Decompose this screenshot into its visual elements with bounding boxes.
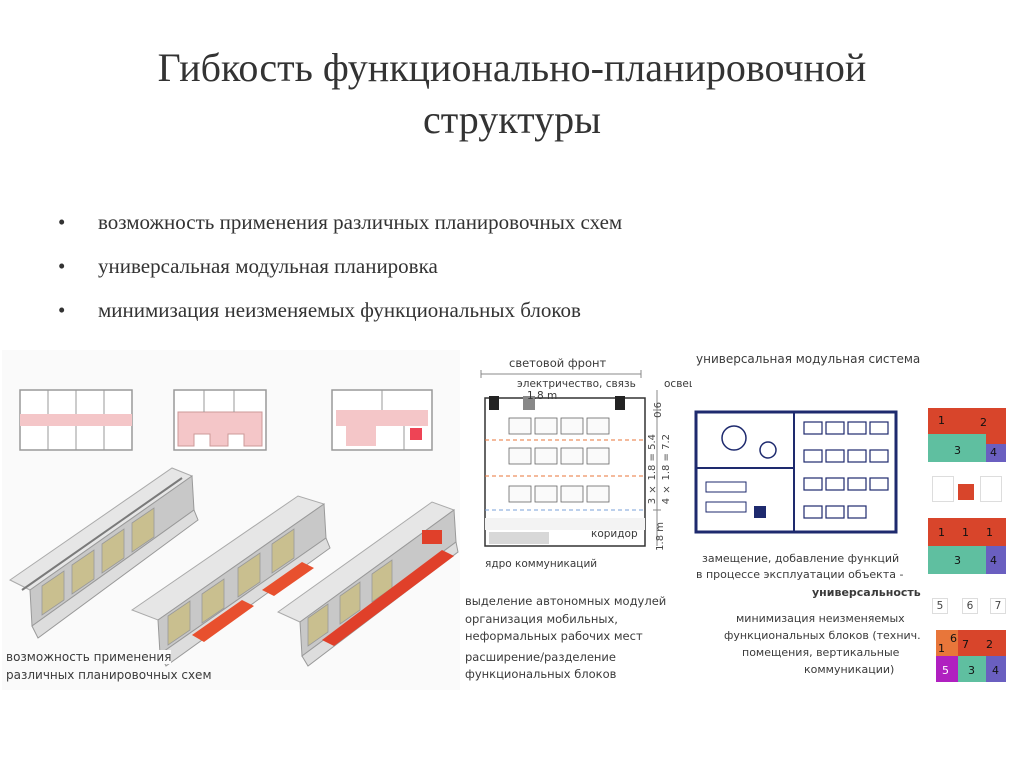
- module-label: 3: [954, 554, 961, 567]
- right-text-5: функциональных блоков (технич.: [724, 629, 921, 642]
- plan-scheme-2: [173, 389, 267, 451]
- module-diagram: [480, 370, 661, 547]
- label-core: ядро коммуникаций: [485, 558, 598, 570]
- module-label: 1: [962, 526, 969, 539]
- module-label: 5: [942, 664, 949, 677]
- right-text-6: помещения, вертикальные: [742, 646, 900, 659]
- module-number: 7: [990, 598, 1006, 614]
- module-label: 4: [990, 554, 997, 567]
- module-block-2: 1 1 1 3 4: [928, 518, 1006, 574]
- module-block-3: 1 6 7 2 5 3 4: [936, 630, 1006, 682]
- right-text-2: в процессе эксплуатации объекта -: [696, 568, 904, 581]
- axonometric-scheme-1: [9, 467, 199, 639]
- left-caption-line2: различных планировочных схем: [6, 668, 212, 682]
- right-figure-title: универсальная модульная система: [696, 352, 921, 366]
- plan-scheme-3: [331, 389, 433, 451]
- right-text-7: коммуникации): [804, 663, 895, 676]
- label-corridor: коридор: [591, 528, 638, 540]
- module-label: 1: [938, 642, 945, 655]
- module-number: 5: [932, 598, 948, 614]
- right-text-1: замещение, добавление функций: [702, 552, 900, 565]
- left-figure-drawing: [9, 389, 459, 667]
- bullet-item: минимизация неизменяемых функциональных …: [58, 288, 622, 332]
- bullet-list: возможность применения различных планиро…: [58, 200, 622, 332]
- middle-text-3: неформальных рабочих мест: [465, 629, 643, 643]
- slide-title-line2: структуры: [423, 97, 601, 142]
- label-dim-top: 1.8 m: [527, 390, 558, 402]
- module-label: 1: [938, 526, 945, 539]
- module-swap-icon: [958, 484, 974, 500]
- axonometric-scheme-2: [130, 495, 331, 667]
- module-label: 3: [954, 444, 961, 457]
- plan-scheme-1: [19, 389, 133, 451]
- middle-text-5: функциональных блоков: [465, 667, 617, 681]
- module-label: 2: [980, 416, 987, 429]
- module-number: 6: [962, 598, 978, 614]
- label-dim-bottom: 1.8 m: [655, 522, 666, 551]
- module-blocks: 1 2 3 4 1 1 1 3 4 5 6 7 1 6 7 2 5 3 4: [928, 390, 1018, 690]
- module-label: 2: [986, 638, 993, 651]
- label-dim-72: 4 × 1.8 = 7.2: [661, 434, 672, 505]
- module-label: 4: [990, 446, 997, 459]
- left-figure: возможность применения различных планиро…: [2, 350, 460, 690]
- right-text-3: универсальность: [812, 586, 921, 599]
- office-plan: [694, 410, 898, 534]
- right-figure: универсальная модульная система замещени…: [692, 350, 924, 690]
- module-label: 1: [986, 526, 993, 539]
- middle-text-4: расширение/разделение: [465, 650, 616, 664]
- module-label: 4: [992, 664, 999, 677]
- label-dim-54: 3 × 1.8 = 5.4: [647, 434, 658, 505]
- axonometric-scheme-3: [277, 501, 459, 667]
- bullet-item: возможность применения различных планиро…: [58, 200, 622, 244]
- module-label: 1: [938, 414, 945, 427]
- slide-title-line1: Гибкость функционально-планировочной: [157, 45, 867, 90]
- label-light-front: световой фронт: [509, 356, 607, 370]
- module-label: 7: [962, 638, 969, 651]
- label-dim-06: 0.6: [653, 402, 664, 418]
- slide-title: Гибкость функционально-планировочной стр…: [0, 42, 1024, 146]
- middle-text-1: выделение автономных модулей: [465, 594, 667, 608]
- module-label: 6: [950, 632, 957, 645]
- right-text-4: минимизация неизменяемых: [736, 612, 905, 625]
- left-caption-line1: возможность применения: [6, 650, 172, 664]
- module-label: 3: [968, 664, 975, 677]
- bullet-item: универсальная модульная планировка: [58, 244, 622, 288]
- middle-text-2: организация мобильных,: [465, 612, 618, 626]
- module-block-1: 1 2 3 4: [928, 408, 1006, 462]
- middle-figure: световой фронт электричество, связь 1.8 …: [465, 350, 677, 690]
- label-electricity: электричество, связь: [517, 378, 636, 390]
